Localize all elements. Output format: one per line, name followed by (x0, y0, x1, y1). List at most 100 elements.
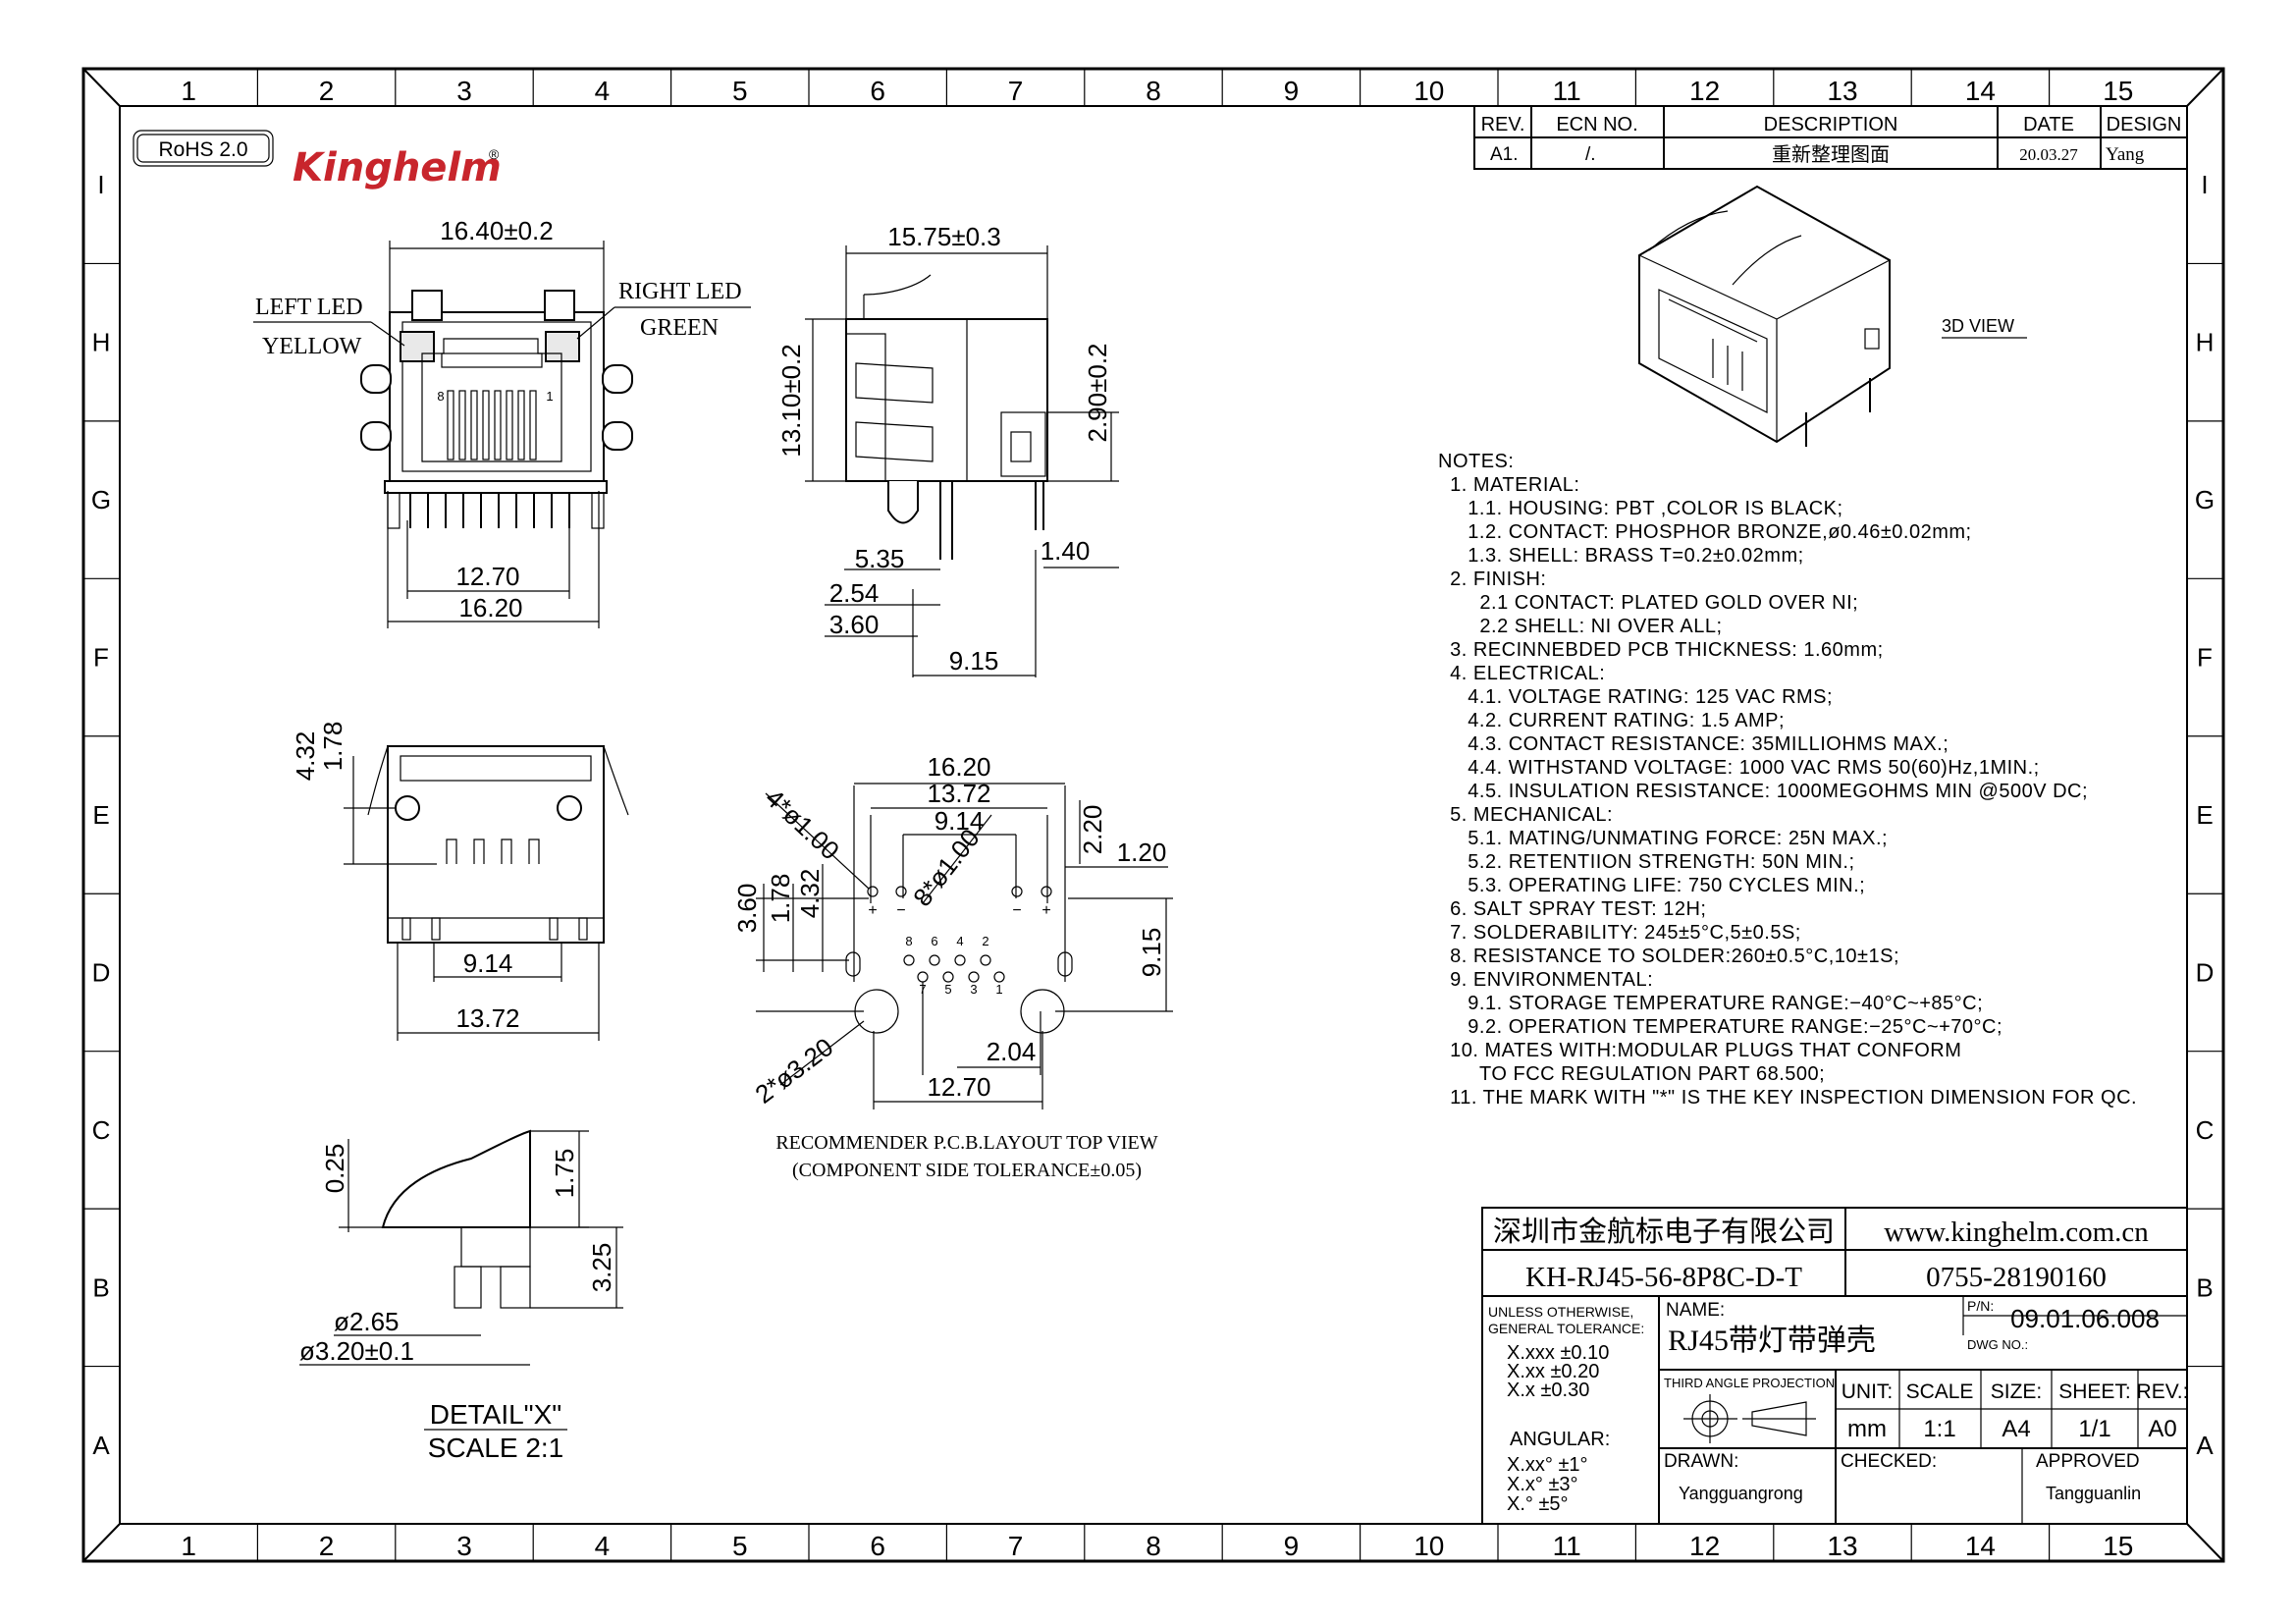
column-label-bottom: 8 (1146, 1531, 1161, 1561)
note-line: 6. SALT SPRAY TEST: 12H; (1438, 898, 1707, 920)
pcb-contact-hole (980, 954, 991, 966)
left-led-label: LEFT LED (255, 295, 363, 320)
pcb-shell-slot (1057, 951, 1073, 977)
column-label-bottom: 15 (2103, 1531, 2133, 1561)
name-value: RJ45带灯带弹壳 (1668, 1325, 1876, 1357)
company-website: www.kinghelm.com.cn (1884, 1217, 2149, 1248)
design-value: Yang (2106, 144, 2145, 165)
size-label: SIZE: (1991, 1380, 2043, 1403)
brand-logo: Kinghelm (293, 145, 502, 190)
pcb-minus-left: − (896, 902, 905, 919)
tolerance-header-1: UNLESS OTHERWISE, (1488, 1304, 1633, 1320)
pcb-holes-2: 2*ø3.20 (750, 1032, 839, 1109)
note-line: 4. ELECTRICAL: (1438, 663, 1605, 684)
row-label-right: A (2196, 1431, 2214, 1460)
side-height-dim: 13.10±0.2 (776, 344, 806, 457)
unit-label: UNIT: (1842, 1380, 1894, 1403)
detail-dim-025: 0.25 (320, 1144, 349, 1194)
unit-value: mm (1847, 1416, 1887, 1442)
bottom-view: 4.32 1.78 9.14 13.72 (291, 722, 629, 1041)
left-led-color: YELLOW (262, 334, 362, 359)
pn-label: P/N: (1967, 1298, 1994, 1314)
pcb-caption-2: (COMPONENT SIDE TOLERANCE±0.05) (792, 1160, 1142, 1181)
rev-value: A1. (1490, 144, 1519, 165)
side-tab-dim: 2.90±0.2 (1083, 343, 1112, 442)
note-line: 5.3. OPERATING LIFE: 750 CYCLES MIN.; (1438, 875, 1865, 896)
side-view: 15.75±0.3 13.10±0.2 2.90±0.2 5.35 2.54 3… (776, 222, 1119, 677)
column-label-bottom: 1 (181, 1531, 196, 1561)
note-line: 1.2. CONTACT: PHOSPHOR BRONZE,ø0.46±0.02… (1438, 521, 1972, 543)
column-label-top: 9 (1284, 76, 1300, 106)
side-dim-915: 9.15 (949, 646, 999, 676)
pcb-contact-hole (954, 954, 966, 966)
tolerance-header-2: GENERAL TOLERANCE: (1488, 1321, 1644, 1336)
pcb-dim-1270: 12.70 (927, 1072, 990, 1102)
pcb-plus-right: + (1041, 902, 1050, 919)
bottom-dim-432: 4.32 (291, 731, 320, 782)
right-led-color: GREEN (640, 315, 719, 341)
front-pin-span-dim: 12.70 (455, 562, 519, 591)
company-name: 深圳市金航标电子有限公司 (1493, 1216, 1835, 1248)
column-label-bottom: 12 (1689, 1531, 1720, 1561)
pcb-pin-8: 8 (905, 934, 912, 948)
third-angle-projection-symbol (1683, 1394, 1816, 1443)
pcb-contact-hole (942, 971, 954, 983)
front-pin-8: 8 (437, 389, 444, 404)
pcb-holes-4: 4*ø1.00 (760, 783, 845, 865)
row-label-right: C (2196, 1115, 2215, 1145)
note-line: 5.2. RETENTIION STRENGTH: 50N MIN.; (1438, 851, 1855, 873)
row-label-left: C (92, 1115, 111, 1145)
ecn-value: /. (1585, 144, 1596, 165)
front-contact (506, 390, 513, 460)
front-contact (447, 390, 454, 460)
column-label-bottom: 6 (870, 1531, 885, 1561)
bottom-contact (446, 839, 457, 864)
size-value: A4 (2002, 1416, 2030, 1442)
front-contact (458, 390, 466, 460)
tolerance-xx: X.xx ±0.20 (1507, 1361, 1599, 1382)
pcb-pin-2: 2 (982, 934, 988, 948)
design-header: DESIGN (2107, 114, 2182, 135)
projection-label: THIRD ANGLE PROJECTION (1664, 1376, 1835, 1390)
pcb-shell-slot (845, 951, 861, 977)
border-frame (81, 67, 2225, 1563)
rohs-badge: RoHS 2.0 (158, 138, 247, 161)
note-line: 5.1. MATING/UNMATING FORCE: 25N MAX.; (1438, 828, 1888, 849)
note-line: 11. THE MARK WITH "*" IS THE KEY INSPECT… (1438, 1087, 2137, 1109)
column-label-bottom: 4 (595, 1531, 611, 1561)
dwg-label: DWG NO.: (1967, 1337, 2028, 1352)
pcb-polarity-marks: + − − + (868, 902, 1050, 919)
header: RoHS 2.0 Kinghelm ® (133, 130, 502, 190)
note-line: 2. FINISH: (1438, 568, 1546, 590)
pcb-dim-220: 2.20 (1078, 805, 1107, 855)
note-line: TO FCC REGULATION PART 68.500; (1438, 1063, 1825, 1085)
column-label-bottom: 10 (1414, 1531, 1444, 1561)
row-label-left: H (92, 328, 111, 357)
front-base-dim: 16.20 (458, 593, 522, 622)
note-line: 9. ENVIRONMENTAL: (1438, 969, 1653, 991)
right-led-label: RIGHT LED (618, 279, 742, 304)
row-label-right: F (2197, 643, 2213, 673)
note-line: 2.2 SHELL: NI OVER ALL; (1438, 616, 1723, 637)
row-label-right: G (2195, 485, 2215, 514)
row-label-right: I (2201, 170, 2208, 199)
detail-dim-265: ø2.65 (334, 1307, 400, 1336)
pcb-pin-4: 4 (956, 934, 963, 948)
detail-title: DETAIL"X" (430, 1399, 562, 1430)
front-shell-leg (591, 492, 605, 529)
column-label-top: 5 (732, 76, 748, 106)
tolerance-x: X.x ±0.30 (1507, 1380, 1589, 1401)
pcb-led-hole (895, 886, 907, 897)
note-line: 1.1. HOUSING: PBT ,COLOR IS BLACK; (1438, 498, 1843, 519)
date-header: DATE (2023, 114, 2074, 135)
row-label-right: E (2196, 800, 2213, 830)
angular-label: ANGULAR: (1510, 1429, 1610, 1450)
front-width-dim: 16.40±0.2 (440, 216, 553, 245)
pcb-pin-1: 1 (995, 982, 1002, 997)
pcb-dim-1372: 13.72 (927, 779, 990, 808)
column-label-bottom: 9 (1284, 1531, 1300, 1561)
pcb-dim-914: 9.14 (934, 806, 985, 836)
note-line: 4.2. CURRENT RATING: 1.5 AMP; (1438, 710, 1785, 731)
front-shell-leg (387, 492, 400, 529)
